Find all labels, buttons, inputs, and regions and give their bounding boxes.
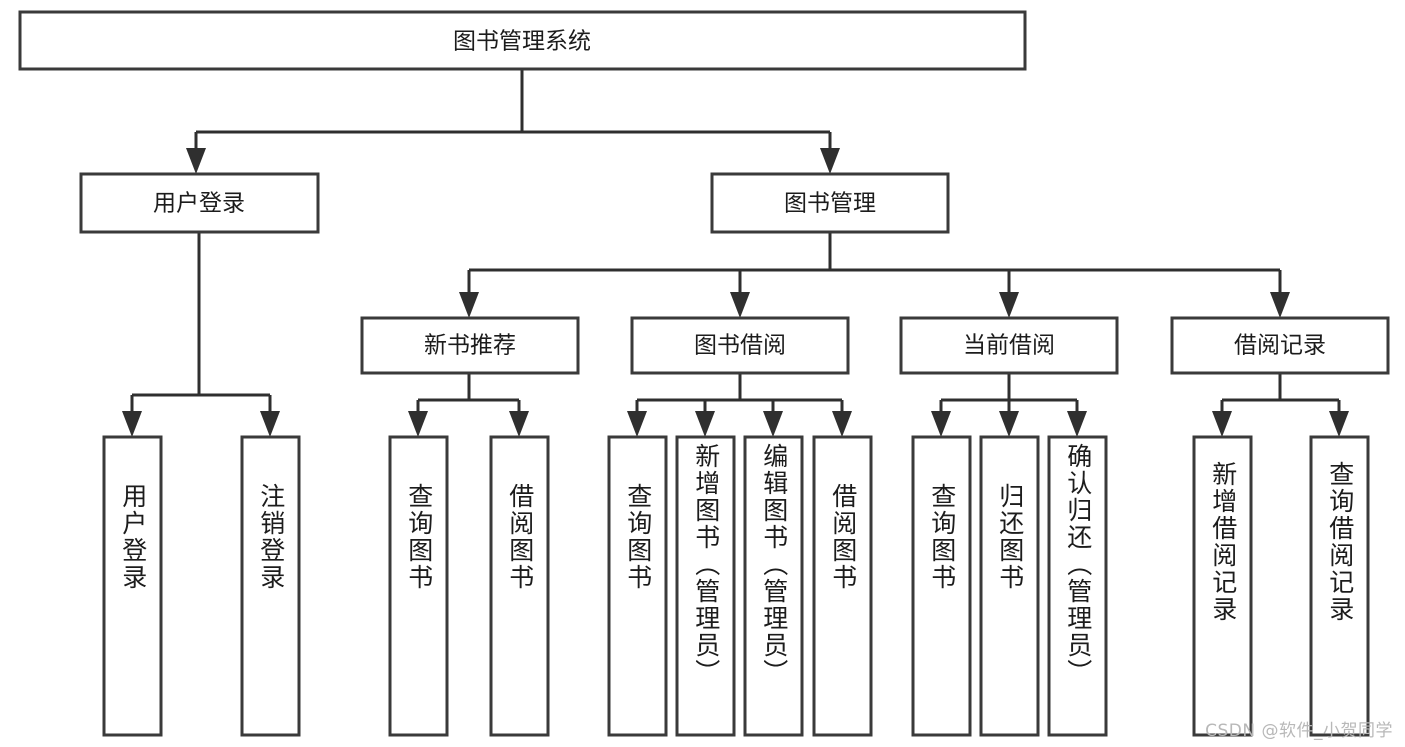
leaf-rect-user-login-1[interactable] (240, 435, 301, 737)
node-book-borrow-label: 图书借阅 (694, 333, 786, 359)
connector-currentborrow-to-leaves (931, 373, 1087, 437)
node-borrow-record-label: 借阅记录 (1234, 333, 1326, 359)
node-borrow-record[interactable]: 借阅记录 (1170, 316, 1390, 375)
leaf-rect-book-borrow-3[interactable] (812, 435, 873, 737)
leaf-rect-new-book-0[interactable] (388, 435, 449, 737)
node-current-borrow-label: 当前借阅 (963, 333, 1055, 359)
node-user-login[interactable]: 用户登录 (79, 172, 320, 234)
node-current-borrow[interactable]: 当前借阅 (899, 316, 1119, 375)
node-book-management-label: 图书管理 (784, 191, 876, 217)
node-root-label: 图书管理系统 (453, 29, 591, 55)
leaf-rect-current-borrow-1[interactable] (979, 435, 1040, 737)
connector-borrowrecord-to-leaves (1212, 373, 1349, 437)
connector-newbook-to-leaves (408, 373, 529, 437)
leaf-rect-borrow-record-1[interactable] (1309, 435, 1370, 737)
leaf-rect-current-borrow-2[interactable] (1047, 435, 1108, 737)
connector-bookmgmt-to-level3 (459, 232, 1290, 318)
leaf-rect-book-borrow-2[interactable] (743, 435, 804, 737)
leaf-rect-new-book-1[interactable] (489, 435, 550, 737)
node-new-book-recommend-rect (360, 316, 580, 375)
connector-bookborrow-to-leaves (627, 373, 852, 437)
node-root-rect (18, 10, 1027, 71)
node-borrow-record-rect (1170, 316, 1390, 375)
connector-userlogin-to-leaves (122, 232, 280, 437)
leaf-rect-book-borrow-0[interactable] (607, 435, 668, 737)
node-user-login-label: 用户登录 (153, 191, 245, 217)
node-user-login-rect (79, 172, 320, 234)
node-book-borrow[interactable]: 图书借阅 (630, 316, 850, 375)
leaf-rect-current-borrow-0[interactable] (911, 435, 972, 737)
node-new-book-recommend[interactable]: 新书推荐 (360, 316, 580, 375)
node-book-borrow-rect (630, 316, 850, 375)
connector-root-to-level2 (186, 69, 840, 174)
node-root-book-management-system[interactable]: 图书管理系统 (18, 10, 1027, 71)
node-book-management[interactable]: 图书管理 (710, 172, 950, 234)
node-book-management-rect (710, 172, 950, 234)
leaf-rect-borrow-record-0[interactable] (1192, 435, 1253, 737)
leaf-rect-book-borrow-1[interactable] (675, 435, 736, 737)
node-current-borrow-rect (899, 316, 1119, 375)
leaf-rect-user-login-0[interactable] (102, 435, 163, 737)
node-new-book-recommend-label: 新书推荐 (424, 333, 516, 359)
